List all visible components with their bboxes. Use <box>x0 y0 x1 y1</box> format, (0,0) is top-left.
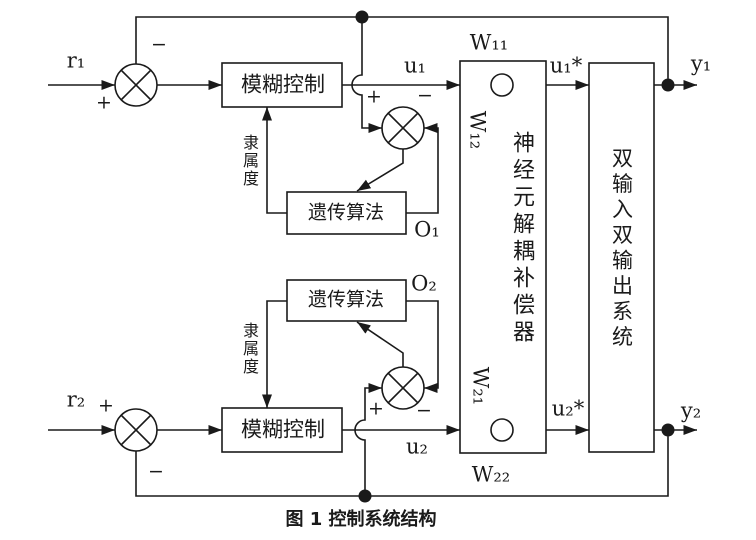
plant-label: 双输入双输出系统 <box>609 147 634 351</box>
genetic-algorithm-1-box <box>286 191 407 235</box>
inner-sum-junction-2 <box>381 366 425 410</box>
error1-to-ga1 <box>356 149 404 192</box>
o1-label: O₁ <box>414 217 440 242</box>
inner-sum1-plus-sign: + <box>366 85 382 108</box>
bottom-branch-dot <box>358 489 372 503</box>
inner-sum1-minus-sign: − <box>417 84 433 107</box>
y1-tap-dot <box>661 78 675 92</box>
w12-label: W₁₂ <box>465 110 490 150</box>
sum1-plus-sign: + <box>96 91 112 114</box>
r1-label: r₁ <box>66 48 86 73</box>
error2-to-ga2 <box>356 321 404 367</box>
fuzzy-control-1-box <box>221 62 343 108</box>
membership2-label: 隶属度 <box>240 322 259 376</box>
y1-feedback-line <box>135 16 669 79</box>
u2-star-label: u₂* <box>551 396 585 421</box>
o2-label: O₂ <box>411 271 437 296</box>
fuzzy-control-2-box <box>221 407 343 453</box>
neuron-decoupling-compensator-box <box>459 60 547 454</box>
r2-label: r₂ <box>66 387 86 412</box>
sum-junction-1 <box>114 63 158 107</box>
genetic-algorithm-1-label: 遗传算法 <box>307 201 385 224</box>
o2-line <box>406 300 439 393</box>
genetic-algorithm-2-label: 遗传算法 <box>307 288 385 311</box>
u1-star-label: u₁* <box>549 53 583 78</box>
figure-caption: 图 1 控制系统结构 <box>285 509 437 530</box>
sum-junction-2 <box>114 408 158 452</box>
inner-sum2-minus-sign: − <box>416 399 432 422</box>
membership1-line <box>262 107 287 214</box>
fuzzy-control-1-label: 模糊控制 <box>241 72 325 97</box>
genetic-algorithm-2-box <box>286 279 407 322</box>
o1-line <box>406 123 439 214</box>
y2-feedback-line <box>135 436 669 497</box>
w21-label: W₂₁ <box>468 366 493 406</box>
membership1-label: 隶属度 <box>240 134 259 188</box>
neuron-2-circle <box>490 418 514 442</box>
plant-box <box>588 62 655 453</box>
neuron-1-circle <box>490 73 514 97</box>
inner-sum2-plus-sign: + <box>368 397 384 420</box>
y1-branch-with-hop <box>351 17 382 133</box>
fuzzy-control-2-label: 模糊控制 <box>241 417 325 442</box>
w11-label: W₁₁ <box>469 30 509 55</box>
y2-branch-with-hop <box>354 383 382 496</box>
sum2-plus-sign: + <box>98 394 114 417</box>
y2-tap-dot <box>661 423 675 437</box>
inner-sum-junction-1 <box>381 106 425 150</box>
neuron-decoupling-compensator-label: 神经元解耦补偿器 <box>509 131 534 347</box>
y1-label: y₁ <box>690 51 712 76</box>
sum2-minus-sign: − <box>148 460 164 483</box>
membership2-line <box>262 300 287 408</box>
sum1-minus-sign: − <box>151 33 167 56</box>
u2-label: u₂ <box>406 434 428 459</box>
w22-label: W₂₂ <box>471 462 511 487</box>
u1-label: u₁ <box>404 53 426 78</box>
y2-label: y₂ <box>680 398 702 423</box>
top-branch-dot <box>355 10 369 24</box>
